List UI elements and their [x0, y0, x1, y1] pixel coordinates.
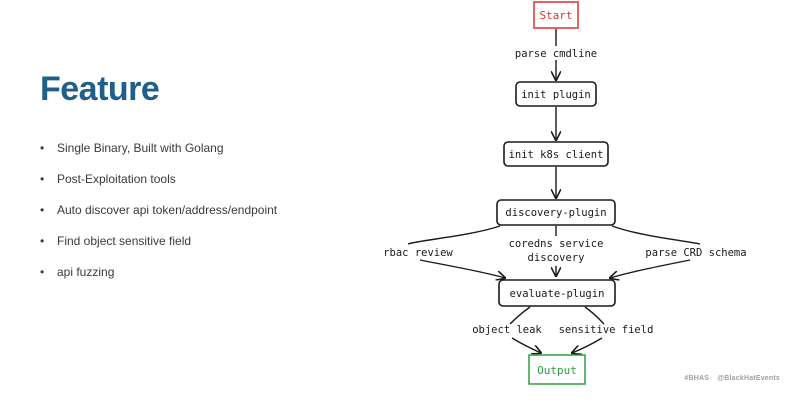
start-label: Start	[539, 9, 572, 22]
init-k8s-node: init k8s client	[503, 141, 609, 167]
feature-text: Auto discover api token/address/endpoint	[57, 203, 278, 217]
feature-item: • Post-Exploitation tools	[38, 171, 277, 202]
label-bg	[514, 46, 598, 60]
bullet-dot-icon: •	[40, 234, 45, 248]
feature-text: api fuzzing	[57, 265, 115, 279]
bullet-dot-icon: •	[40, 172, 45, 186]
footer-hashtag: #BHAS	[684, 375, 710, 382]
edge-label-coredns-1: coredns service	[509, 238, 604, 250]
bullet-dot-icon: •	[40, 141, 45, 155]
edge-crd-lower	[610, 259, 691, 278]
init-k8s-label: init k8s client	[509, 149, 604, 161]
edge-label-coredns-2: discovery	[528, 252, 585, 264]
init-k8s-box	[503, 141, 609, 167]
edge-leak-upper	[509, 306, 531, 325]
discovery-box	[496, 199, 616, 226]
feature-item: • Auto discover api token/address/endpoin…	[38, 202, 277, 233]
feature-text: Post-Exploitation tools	[57, 172, 176, 186]
feature-item: • Single Binary, Built with Golang	[38, 140, 277, 171]
edge-rbac-lower	[419, 259, 505, 278]
output-node: Output	[528, 354, 586, 385]
edge-label-rbac-review: rbac review	[383, 247, 453, 259]
discovery-node: discovery-plugin	[496, 199, 616, 226]
evaluate-box	[498, 279, 616, 307]
feature-item: • api fuzzing	[38, 264, 277, 295]
feature-list: • Single Binary, Built with Golang • Post-…	[38, 140, 277, 295]
init-plugin-label: init plugin	[521, 89, 591, 101]
output-box	[528, 354, 586, 385]
init-plugin-box	[515, 81, 597, 107]
edge-rbac-upper	[407, 225, 501, 245]
feature-text: Find object sensitive field	[57, 234, 192, 248]
feature-text: Single Binary, Built with Golang	[57, 141, 224, 155]
evaluate-label: evaluate-plugin	[510, 288, 605, 300]
edge-label-sensitive-field: sensitive field	[559, 324, 654, 336]
edge-sensitive-lower	[572, 337, 603, 353]
footer-handle: @BlackHatEvents	[717, 375, 780, 382]
feature-item: • Find object sensitive field	[38, 233, 277, 264]
bullet-dot-icon: •	[40, 203, 45, 217]
label-bg	[506, 236, 606, 266]
output-label: Output	[537, 364, 577, 377]
slide-title: Feature	[40, 70, 160, 108]
evaluate-node: evaluate-plugin	[498, 279, 616, 307]
edge-label-object-leak: object leak	[472, 324, 542, 336]
edge-crd-upper	[611, 225, 701, 245]
start-node-box	[533, 1, 579, 29]
edge-label-parse-cmdline: parse cmdline	[515, 48, 597, 60]
edge-label-parse-crd: parse CRD schema	[645, 247, 746, 259]
footer-branding: #BHAS @BlackHatEvents	[678, 375, 780, 382]
start-node: Start	[533, 1, 579, 29]
init-plugin-node: init plugin	[515, 81, 597, 107]
edge-sensitive-upper	[584, 306, 605, 325]
edge-leak-lower	[511, 337, 541, 353]
discovery-label: discovery-plugin	[505, 207, 606, 219]
bullet-dot-icon: •	[40, 265, 45, 279]
